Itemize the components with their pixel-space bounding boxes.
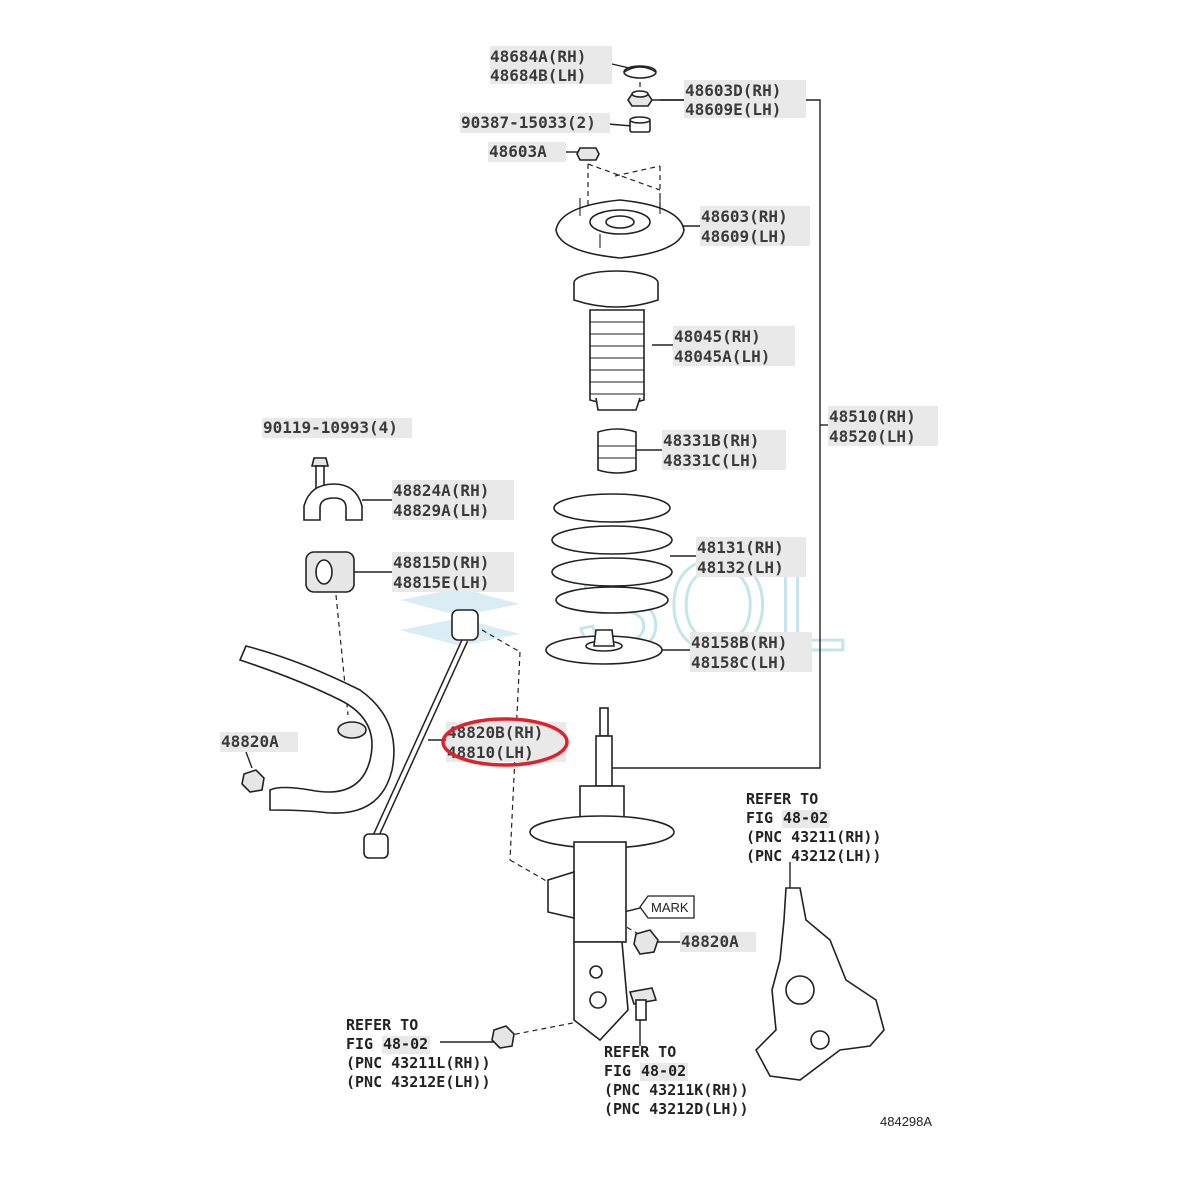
- label-seat-rh: 48158B(RH): [691, 633, 787, 652]
- link-nut-right: [633, 929, 659, 955]
- label-assy-lh: 48520(LH): [829, 427, 916, 446]
- label-cap-lh: 48684B(LH): [490, 66, 586, 85]
- label-support-lh: 48609(LH): [701, 227, 788, 246]
- label-spring-lh: 48132(LH): [697, 558, 784, 577]
- ref-knuckle-fig-prefix: FIG: [746, 809, 773, 827]
- callout-link: 48820B(RH) 48810(LH): [441, 717, 569, 767]
- bump-stopper: [597, 428, 637, 474]
- ref-lower-mid-line1: REFER TO: [604, 1043, 676, 1061]
- callout-spring: 48131(RH) 48132(LH): [696, 537, 806, 577]
- strut-support: [555, 196, 685, 259]
- ref-lower-left-line1: REFER TO: [346, 1016, 418, 1034]
- ref-lower-left-fig: 48-02: [383, 1035, 428, 1053]
- highlight-circle: [441, 717, 569, 767]
- label-link-lh: 48810(LH): [447, 743, 534, 762]
- ref-knuckle-pnc-lh: (PNC 43212(LH)): [746, 847, 881, 865]
- label-spring-rh: 48131(RH): [697, 538, 784, 557]
- callout-boot: 48045(RH) 48045A(LH): [673, 326, 795, 366]
- ref-knuckle: REFER TO FIG 48-02 (PNC 43211(RH)) (PNC …: [746, 790, 881, 865]
- callout-top-nut: 48603D(RH) 48609E(LH): [684, 80, 806, 119]
- label-seat-lh: 48158C(LH): [691, 653, 787, 672]
- ref-lower-mid-pnc-lh: (PNC 43212D(LH)): [604, 1100, 749, 1118]
- callout-bushing: 48815D(RH) 48815E(LH): [392, 552, 514, 592]
- label-cap-rh: 48684A(RH): [490, 47, 586, 66]
- stabilizer-bar: [238, 645, 395, 814]
- callout-bracket: 48824A(RH) 48829A(LH): [392, 480, 514, 520]
- label-link-nut-right: 48820A: [681, 932, 739, 951]
- label-link-nut-left: 48820A: [221, 732, 279, 751]
- diagram-id: 484298A: [880, 1114, 932, 1129]
- label-nut-top-rh: 48603D(RH): [685, 81, 781, 100]
- label-assy-rh: 48510(RH): [829, 407, 916, 426]
- label-support-rh: 48603(RH): [701, 207, 788, 226]
- callout-mount-nut: 48603A: [488, 142, 566, 162]
- ref-knuckle-fig: 48-02: [783, 809, 828, 827]
- stabilizer-bushing: [305, 551, 355, 593]
- callout-bump: 48331B(RH) 48331C(LH): [662, 430, 786, 470]
- ref-lower-left: REFER TO FIG 48-02 (PNC 43211L(RH)) (PNC…: [346, 1016, 491, 1091]
- callout-assembly: 48510(RH) 48520(LH): [828, 406, 938, 446]
- label-mark: MARK: [651, 900, 689, 915]
- callout-support: 48603(RH) 48609(LH): [700, 206, 810, 246]
- lower-bolt: [628, 987, 658, 1021]
- top-nut: [627, 90, 653, 107]
- stabilizer-link: [363, 609, 479, 859]
- steering-knuckle: [755, 887, 885, 1081]
- label-bump-lh: 48331C(LH): [663, 451, 759, 470]
- ref-knuckle-line1: REFER TO: [746, 790, 818, 808]
- lower-spring-seat: [545, 629, 663, 665]
- link-nut-left: [241, 769, 265, 793]
- label-link-rh: 48820B(RH): [447, 723, 543, 742]
- ref-knuckle-pnc-rh: (PNC 43211(RH)): [746, 828, 881, 846]
- label-bolt: 90119-10993(4): [263, 418, 398, 437]
- ref-lower-left-pnc-lh: (PNC 43212E(LH)): [346, 1073, 491, 1091]
- lower-nut: [491, 1025, 515, 1049]
- callout-bolt: 90119-10993(4): [262, 418, 412, 438]
- callout-seat: 48158B(RH) 48158C(LH): [690, 632, 812, 672]
- label-mount-nut: 48603A: [489, 142, 547, 161]
- callout-link-nut-right: 48820A: [680, 932, 756, 952]
- ref-lower-mid-fig-prefix: FIG: [604, 1062, 631, 1080]
- callout-mark: MARK: [639, 895, 695, 919]
- ref-lower-mid: REFER TO FIG 48-02 (PNC 43211K(RH)) (PNC…: [604, 1043, 749, 1118]
- label-bushing-lh: 48815E(LH): [393, 573, 489, 592]
- callout-collar: 90387-15033(2): [460, 113, 610, 133]
- mount-nut: [576, 147, 600, 161]
- label-bushing-rh: 48815D(RH): [393, 553, 489, 572]
- ref-lower-left-fig-prefix: FIG: [346, 1035, 373, 1053]
- label-boot-rh: 48045(RH): [674, 327, 761, 346]
- coil-spring: [551, 493, 673, 614]
- spring-bumper-boot: [573, 270, 659, 411]
- callout-cap: 48684A(RH) 48684B(LH): [490, 46, 612, 85]
- collar: [629, 116, 651, 133]
- label-bracket-rh: 48824A(RH): [393, 481, 489, 500]
- ref-lower-left-pnc-rh: (PNC 43211L(RH)): [346, 1054, 491, 1072]
- dust-cap: [623, 65, 657, 79]
- stabilizer-bracket: [303, 483, 363, 521]
- callout-link-nut-left: 48820A: [220, 732, 298, 752]
- ref-lower-mid-fig: 48-02: [641, 1062, 686, 1080]
- label-bump-rh: 48331B(RH): [663, 431, 759, 450]
- label-boot-lh: 48045A(LH): [674, 347, 770, 366]
- label-bracket-lh: 48829A(LH): [393, 501, 489, 520]
- ref-lower-mid-pnc-rh: (PNC 43211K(RH)): [604, 1081, 749, 1099]
- label-nut-top-lh: 48609E(LH): [685, 100, 781, 119]
- label-collar: 90387-15033(2): [461, 113, 596, 132]
- shock-absorber: [529, 707, 675, 1042]
